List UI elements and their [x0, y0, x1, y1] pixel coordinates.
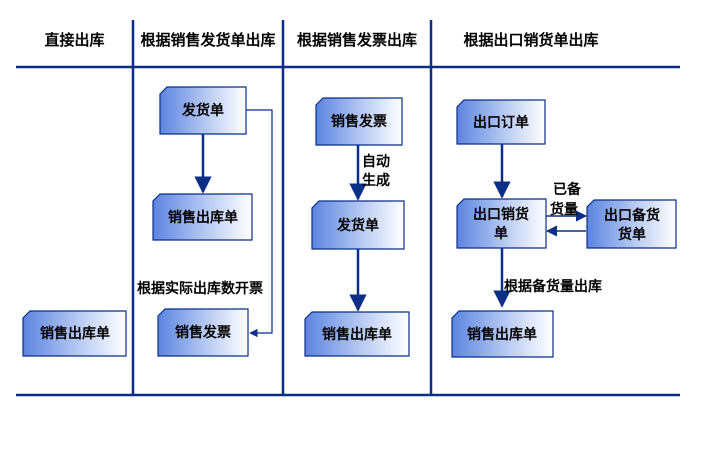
node-c4-outbound-label: 销售出库单: [467, 326, 537, 343]
edge-delivery-to-invoice: [246, 109, 273, 338]
label-by-stock-qty: 根据备货量出库: [504, 279, 602, 295]
node-c4-order-label: 出口订单: [473, 114, 529, 131]
node-c3-delivery-label: 发货单: [336, 217, 379, 234]
node-c4-stock-label-1: 出口备货: [604, 207, 660, 224]
node-c4-order: 出口订单: [456, 99, 546, 145]
node-c2-delivery: 发货单: [159, 86, 247, 135]
label-auto-generate-1: 自动: [362, 154, 390, 170]
node-c4-stock-label-2: 货单: [617, 226, 646, 243]
label-prepared-1: 已备: [553, 182, 581, 198]
node-c3-outbound-label: 销售出库单: [322, 326, 392, 343]
node-direct-outbound: 销售出库单: [22, 310, 127, 357]
node-c2-invoice: 销售发票: [157, 308, 249, 357]
node-c2-outbound-label: 销售出库单: [168, 209, 238, 226]
node-c4-sales: 出口销货 单: [456, 198, 547, 249]
node-c2-delivery-label: 发货单: [181, 102, 224, 119]
node-c4-sales-label-2: 单: [494, 225, 508, 242]
node-c3-invoice-label: 销售发票: [331, 113, 387, 130]
node-c4-sales-label-1: 出口销货: [473, 206, 529, 223]
node-c3-invoice: 销售发票: [315, 97, 403, 146]
column-header-direct: 直接出库: [44, 31, 105, 49]
node-c2-invoice-label: 销售发票: [175, 324, 231, 341]
label-auto-generate-2: 生成: [362, 173, 390, 189]
node-c4-stock: 出口备货 货单: [586, 199, 677, 249]
node-c3-delivery: 发货单: [311, 200, 405, 250]
node-direct-outbound-label: 销售出库单: [40, 325, 110, 342]
column-header-invoice: 根据销售发票出库: [296, 31, 417, 49]
node-c2-outbound: 销售出库单: [152, 193, 253, 241]
label-prepared-2: 货量: [550, 202, 578, 218]
label-invoice-by-actual: 根据实际出库数开票: [137, 281, 263, 297]
node-c3-outbound: 销售出库单: [304, 311, 410, 357]
column-header-export: 根据出口销货单出库: [463, 31, 599, 49]
column-header-delivery: 根据销售发货单出库: [140, 31, 276, 49]
node-c4-outbound: 销售出库单: [451, 310, 554, 358]
